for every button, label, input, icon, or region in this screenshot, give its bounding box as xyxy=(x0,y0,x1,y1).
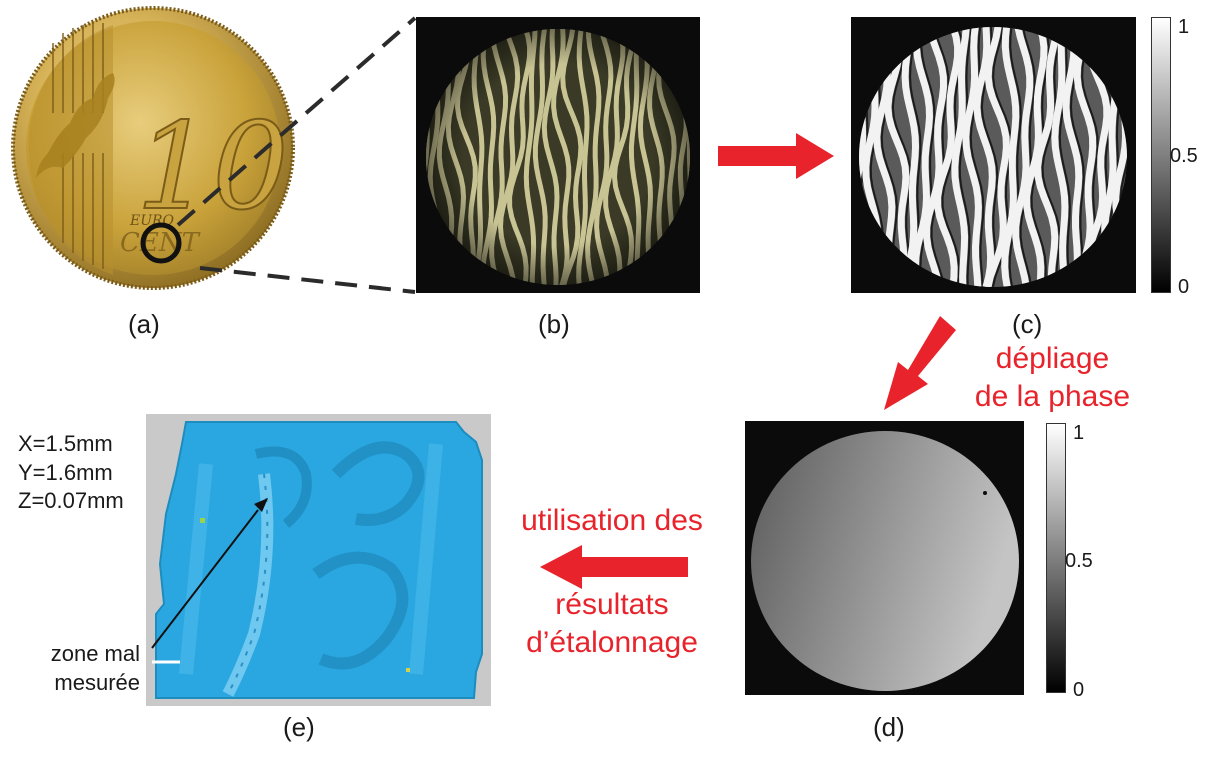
phase-wrap-edge xyxy=(969,27,985,287)
panel-label-e: (e) xyxy=(283,712,315,742)
calib-label-line3: d’étalonnage xyxy=(526,626,698,659)
fringe-image xyxy=(416,17,700,293)
phase-wrap-edge xyxy=(1019,27,1036,287)
phase-wrap-stripe xyxy=(984,27,1010,287)
dim-y: Y=1.6mm xyxy=(18,459,113,485)
dim-x: X=1.5mm xyxy=(18,431,113,456)
colorbar-d-tick-mid: 0.5 xyxy=(1065,550,1093,572)
calib-label-line1: utilisation des xyxy=(521,504,703,537)
zoom-region-circle xyxy=(140,222,182,264)
phase-wrap-stripe xyxy=(934,27,962,287)
coin-cent-text: CENT xyxy=(120,228,201,258)
unwrap-label-line2: de la phase xyxy=(974,380,1131,414)
zone-pointer-arrow xyxy=(151,498,268,649)
phase-wrap-stripe xyxy=(1062,27,1083,287)
colorbar-d-tick-bottom: 0 xyxy=(1073,679,1085,701)
colorbar-d-tick-top: 1 xyxy=(1073,422,1085,444)
panel-label-b: (b) xyxy=(538,309,570,339)
unwrap-label: dépliage de la phase xyxy=(960,340,1145,417)
phase-wrap-edge xyxy=(958,27,973,287)
coin-image: 10 EURO CENT xyxy=(8,3,298,293)
colorbar-d xyxy=(1046,423,1066,693)
colorbar-c xyxy=(1151,17,1171,293)
zone-label-line1: zone mal xyxy=(50,641,140,666)
phase-wrap-edge xyxy=(1008,27,1022,287)
phase-wrap-stripe xyxy=(901,27,920,287)
panel-label-a: (a) xyxy=(128,309,160,339)
phase-wrap-stripe xyxy=(1001,27,1020,287)
phase-wrap-stripe xyxy=(923,27,948,287)
colorbar-c-tick-mid: 0.5 xyxy=(1170,145,1198,167)
arrow-b-to-c xyxy=(718,133,834,179)
phase-wrap-edge xyxy=(919,27,936,287)
arrow-d-to-e xyxy=(540,545,688,589)
dimensions-block: X=1.5mm Y=1.6mm Z=0.07mm xyxy=(18,430,124,516)
panel-label-c: (c) xyxy=(1012,309,1043,339)
phase-wrap-stripe xyxy=(1012,27,1034,287)
phase-wrap-stripe xyxy=(951,27,970,287)
phase-wrap-stripe xyxy=(1034,27,1062,287)
unwrap-label-line1: dépliage xyxy=(995,342,1110,375)
phase-wrap-edge xyxy=(930,27,950,287)
dim-z: Z=0.07mm xyxy=(18,488,124,514)
phase-wrap-stripe xyxy=(962,27,982,287)
colorbar-c-tick-bottom: 0 xyxy=(1178,276,1190,298)
wrapped-phase-image xyxy=(851,17,1136,293)
phase-wrap-stripe xyxy=(1051,27,1069,287)
arrow-c-to-d xyxy=(884,316,956,410)
panel-label-d: (d) xyxy=(873,712,905,742)
phase-wrap-stripe xyxy=(911,27,934,287)
coin-numeral: 10 xyxy=(136,98,289,237)
colorbar-c-tick-top: 1 xyxy=(1178,16,1190,38)
phase-wrap-stripe xyxy=(973,27,996,287)
calib-label-line2: résultats xyxy=(555,588,669,621)
unwrapped-phase-image xyxy=(745,421,1024,695)
zone-label: zone mal mesurée xyxy=(10,640,140,697)
zone-label-line2: mesurée xyxy=(54,669,140,695)
surface-render xyxy=(146,414,491,706)
phase-wrap-edge xyxy=(1058,27,1071,287)
